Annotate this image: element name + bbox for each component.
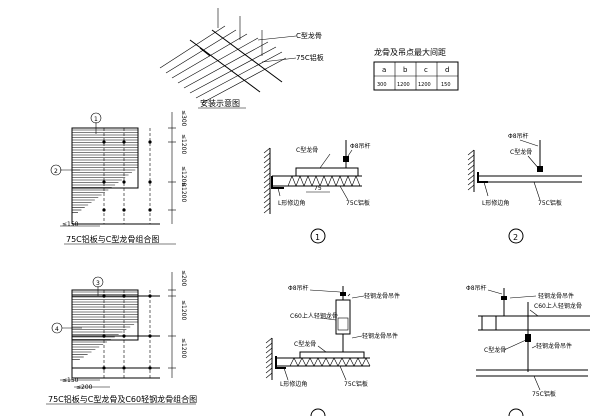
plan1-dim-mid3: ≤1200 [180, 182, 187, 202]
detail-1: 75 C型龙骨 Φ8吊杆 L形修边角 75C铝板 1 [263, 140, 371, 244]
detail4-hanger-label: 轻钢龙骨吊件 [538, 292, 574, 300]
detail-4: Φ8吊杆 轻钢龙骨吊件 C60上人轻钢龙骨 C型龙骨 轻钢龙骨吊件 75C铝板 [466, 284, 590, 416]
detail3-edge-label: L形修边角 [280, 380, 307, 388]
detail3-c60-label: C60上人轻钢龙骨 [290, 312, 338, 320]
plan1-circle-top: 1 [94, 116, 98, 123]
detail2-c-keel-label: C型龙骨 [510, 148, 532, 156]
install-c-keel-label: C型龙骨 [296, 31, 322, 40]
detail-2: Φ8吊杆 C型龙骨 L形修边角 75C铝板 2 [467, 132, 582, 244]
detail4-hanger2-label: 轻钢龙骨吊件 [536, 342, 572, 350]
plan1-caption: 75C铝板与C型龙骨组合图 [66, 234, 159, 244]
plan2-dim-mid2: ≤1200 [180, 338, 187, 358]
plan2-dim-mid1: ≤1200 [180, 300, 187, 320]
plan2-dim-bottom2: ≤200 [76, 384, 93, 391]
detail4-panel-label: 75C铝板 [532, 390, 556, 398]
table-header-c: c [424, 66, 428, 74]
spacing-table-title: 龙骨及吊点最大间距 [374, 47, 446, 57]
plan2-caption: 75C铝板与C型龙骨及C60轻钢龙骨组合图 [48, 394, 197, 404]
detail1-dim-75: 75 [314, 185, 322, 192]
table-header-a: a [382, 66, 386, 74]
detail3-hanger2-label: 轻钢龙骨吊件 [362, 332, 398, 340]
detail3-hanger-label: 轻钢龙骨吊件 [364, 292, 400, 300]
detail1-panel-label: 75C铝板 [346, 199, 370, 207]
plan-view-2: 3 4 ≤200 ≤1200 ≤1200 ≤150 ≤200 75C铝板与C型龙… [46, 270, 197, 405]
detail2-edge-label: L形修边角 [482, 199, 509, 207]
plan1-dim-top: ≤300 [180, 110, 187, 127]
plan2-circle-top: 3 [96, 280, 100, 287]
detail3-rod-label: Φ8吊杆 [288, 284, 309, 292]
detail2-rod-label: Φ8吊杆 [508, 132, 529, 140]
plan2-dim-bottom1: ≤150 [62, 377, 79, 384]
plan2-dim-top: ≤200 [180, 270, 187, 287]
spacing-table: 龙骨及吊点最大间距 a b c d 300 1200 1200 150 [373, 47, 459, 91]
plan1-dim-mid1: ≤1200 [180, 134, 187, 154]
installation-sketch: C型龙骨 75C铝板 安装示意图 [159, 8, 324, 109]
detail4-c-keel-label: C型龙骨 [484, 346, 506, 354]
detail3-panel-label: 75C铝板 [344, 380, 368, 388]
detail1-edge-label: L形修边角 [278, 199, 305, 207]
table-value-c: 1200 [418, 82, 431, 88]
table-header-d: d [445, 66, 449, 74]
detail4-c60-label: C60上人轻钢龙骨 [534, 302, 582, 310]
detail1-number: 1 [315, 233, 320, 242]
plan1-dim-bottom: ≤150 [62, 221, 79, 228]
table-value-d: 150 [441, 82, 451, 88]
plan1-dim-mid2: ≤1200 [180, 166, 187, 186]
plan2-circle-left: 4 [55, 326, 59, 333]
detail4-rod-label: Φ8吊杆 [466, 284, 487, 292]
table-value-b: 1200 [397, 82, 410, 88]
table-value-a: 300 [377, 82, 387, 88]
plan-view-1: 1 2 ≤300 ≤1200 ≤1200 ≤1200 ≤150 75C铝板与C型… [50, 110, 187, 245]
install-panel-label: 75C铝板 [296, 53, 324, 62]
detail-3: Φ8吊杆 轻钢龙骨吊件 C60上人轻钢龙骨 轻钢龙骨吊件 C型龙骨 L形修边角 … [265, 284, 400, 416]
table-header-b: b [403, 66, 408, 74]
detail2-number: 2 [513, 233, 518, 242]
detail1-rod-label: Φ8吊杆 [350, 142, 371, 150]
install-caption: 安装示意图 [200, 98, 240, 108]
detail3-c-keel-label: C型龙骨 [294, 340, 316, 348]
detail1-c-keel-label: C型龙骨 [296, 146, 318, 154]
detail2-panel-label: 75C铝板 [538, 199, 562, 207]
plan1-circle-left: 2 [54, 168, 58, 175]
